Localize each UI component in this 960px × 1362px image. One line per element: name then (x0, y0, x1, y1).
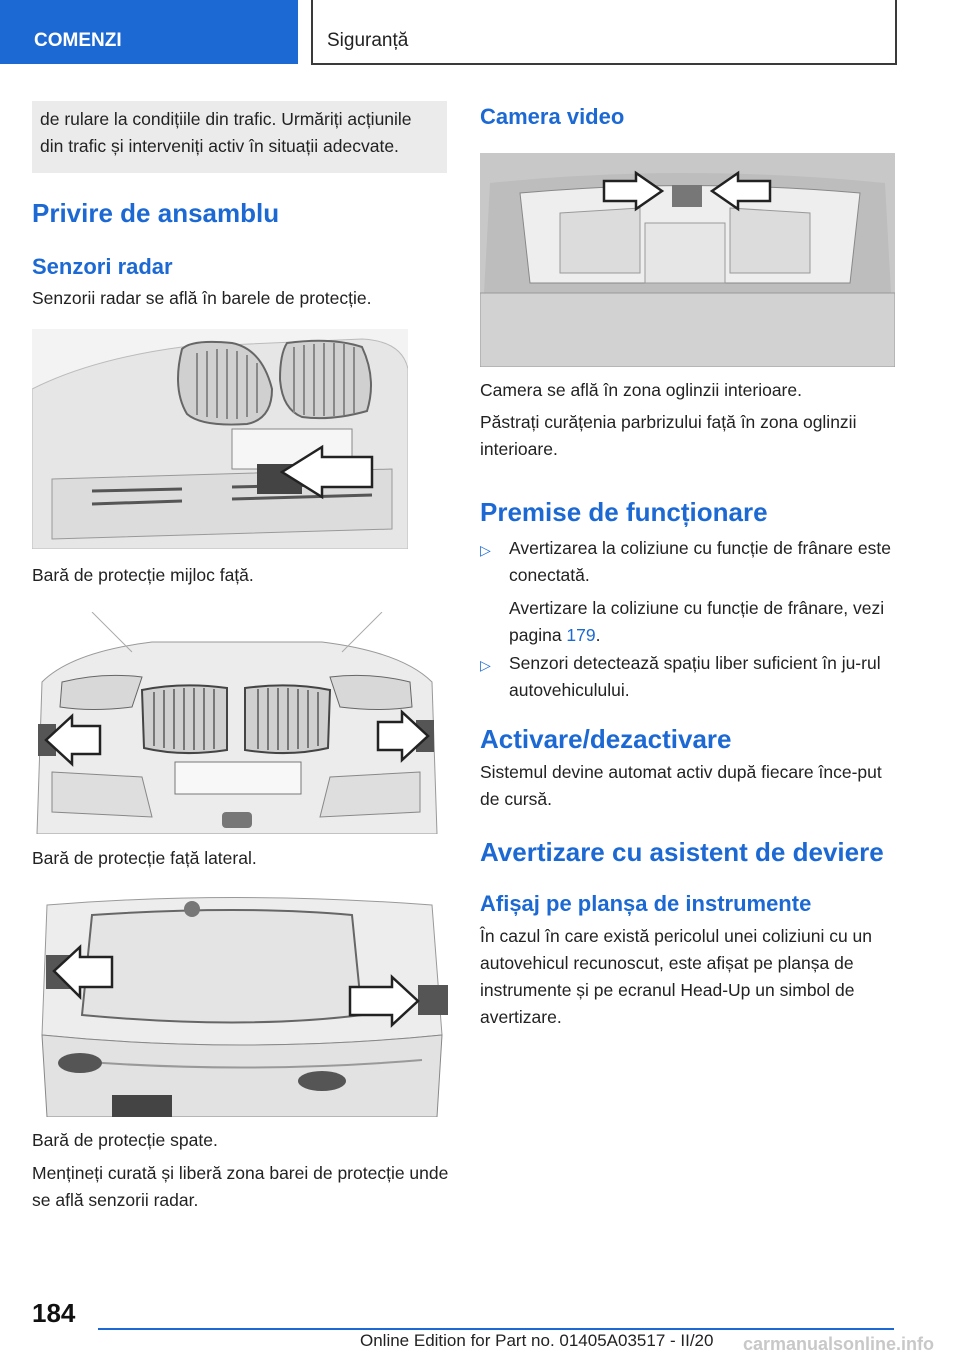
heading-camera: Camera video (480, 104, 625, 129)
list-item: ▷ Avertizarea la coliziune cu funcție de… (480, 535, 895, 649)
heading-activation: Activare/dezactivare (480, 724, 732, 754)
bullet-subtext: Avertizare la coliziune cu funcție de fr… (509, 595, 895, 649)
pointer-arrow-icon (44, 713, 102, 767)
figure-camera (480, 153, 895, 367)
triangle-bullet-icon: ▷ (480, 657, 491, 673)
pointer-arrow-icon (709, 170, 772, 212)
page-number: 184 (32, 1298, 76, 1328)
caption-rear: Bară de protecție spate. (32, 1130, 218, 1150)
notice-text: de rulare la condițiile din trafic. Urmă… (40, 109, 412, 156)
pointer-arrow-icon (376, 709, 430, 763)
bullet-text: Senzori detectează spațiu liber suficien… (509, 653, 881, 700)
heading-evasion-assistant: Avertizare cu asistent de deviere (480, 837, 884, 867)
pointer-arrow-icon (279, 444, 374, 500)
chapter-label: Siguranță (327, 30, 409, 51)
activation-text: Sistemul devine automat activ după fieca… (480, 762, 882, 809)
watermark: carmanualsonline.info (743, 1334, 935, 1354)
camera-cleaning-text: Păstrați curățenia parbrizului față în z… (480, 412, 857, 459)
heading-instrument-display: Afișaj pe planșa de instrumente (480, 891, 812, 916)
heading-overview: Privire de ansamblu (32, 198, 280, 228)
figure-front-bumper-lateral (32, 612, 440, 834)
footer-divider (98, 1328, 894, 1330)
section-tab: COMENZI (0, 0, 298, 64)
display-text: În cazul în care există pericolul unei c… (480, 926, 873, 1027)
notice-box: de rulare la condițiile din trafic. Urmă… (32, 101, 447, 173)
section-label: COMENZI (34, 30, 122, 51)
pointer-arrow-icon (602, 170, 665, 212)
camera-location-text: Camera se află în zona oglinzii interioa… (480, 380, 802, 400)
page-reference-link[interactable]: 179 (566, 625, 596, 645)
figure-front-bumper-center (32, 329, 408, 549)
heading-prerequisites: Premise de funcționare (480, 497, 768, 527)
footer-edition: Online Edition for Part no. 01405A03517 … (360, 1331, 714, 1350)
radar-intro: Senzorii radar se află în barele de prot… (32, 288, 372, 308)
pointer-arrow-icon (52, 944, 114, 1001)
bullet-subtext-label: Avertizare la coliziune cu funcție de fr… (509, 598, 885, 645)
triangle-bullet-icon: ▷ (480, 542, 491, 558)
chapter-tab: Siguranță (311, 0, 897, 65)
radar-closing-text: Mențineți curată și liberă zona barei de… (32, 1163, 449, 1210)
caption-front-lateral: Bară de protecție față lateral. (32, 848, 257, 868)
list-item: ▷ Senzori detectează spațiu liber sufici… (480, 650, 895, 704)
bullet-subtext-end: . (595, 625, 601, 645)
figure-rear-bumper (32, 895, 448, 1117)
bullet-text: Avertizarea la coliziune cu funcție de f… (509, 538, 891, 585)
heading-radar-sensors: Senzori radar (32, 254, 173, 279)
pointer-arrow-icon (348, 974, 420, 1028)
caption-front-center: Bară de protecție mijloc față. (32, 565, 254, 585)
